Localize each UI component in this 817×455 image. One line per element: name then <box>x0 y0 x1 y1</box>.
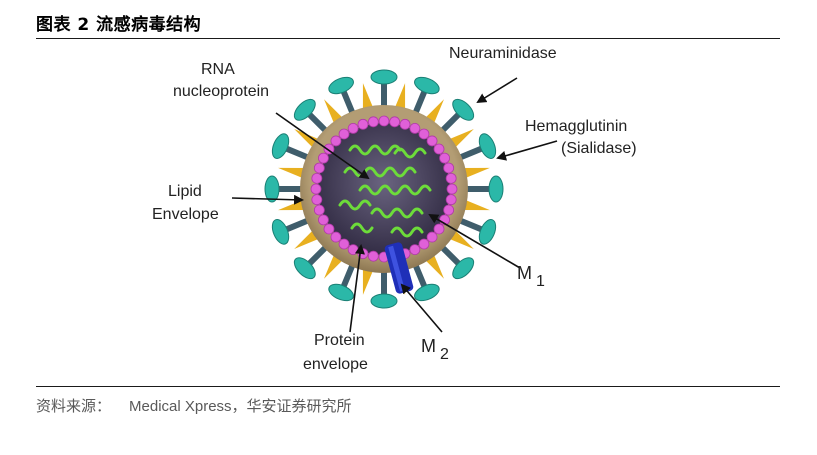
label-nucleoprotein: nucleoprotein <box>173 83 269 100</box>
m2-ion-channel <box>384 242 414 294</box>
neuraminidase-spike <box>411 261 440 302</box>
protein-bead <box>311 194 323 206</box>
protein-bead <box>418 128 430 140</box>
neuraminidase-spike <box>370 69 398 109</box>
label-m1-sub: 1 <box>536 273 545 290</box>
protein-bead <box>443 162 455 174</box>
protein-bead <box>313 204 325 216</box>
neuraminidase-spike <box>438 243 475 280</box>
neuraminidase-spike <box>370 269 398 309</box>
protein-bead <box>409 123 421 134</box>
bottom-divider <box>36 386 780 387</box>
figure-title: 图表 2 流感病毒结构 <box>36 15 202 35</box>
protein-bead <box>399 118 411 130</box>
protein-bead <box>313 162 325 174</box>
protein-bead <box>347 244 359 255</box>
neuraminidase-spikes <box>264 69 504 309</box>
hemagglutinin-spike <box>461 199 490 211</box>
label-hemagglutinin: Hemagglutinin <box>525 118 627 135</box>
protein-bead <box>445 194 457 206</box>
label-rna: RNA <box>201 61 235 78</box>
hemagglutinin-spike <box>362 266 374 295</box>
neuraminidase-spike <box>271 133 312 162</box>
protein-bead <box>330 231 342 243</box>
neuraminidase-spike <box>328 261 357 302</box>
protein-bead <box>347 123 359 134</box>
protein-bead <box>367 116 379 128</box>
label-arrows <box>231 77 558 333</box>
protein-bead <box>445 172 457 184</box>
protein-bead <box>418 238 430 250</box>
label-m2-letter: M <box>421 336 436 356</box>
protein-bead <box>443 204 455 216</box>
protein-bead <box>426 231 438 243</box>
protein-bead <box>357 118 369 130</box>
protein-bead <box>310 183 322 195</box>
protein-bead <box>311 172 323 184</box>
protein-bead <box>338 238 350 250</box>
protein-bead <box>323 223 335 235</box>
hemagglutinin-spike <box>278 167 307 179</box>
neuraminidase-spike <box>293 98 330 135</box>
hemagglutinin-spike <box>394 83 406 112</box>
neuraminidase-spike <box>264 175 304 203</box>
rna-strands <box>338 144 432 238</box>
neuraminidase-spike <box>328 76 357 117</box>
protein-bead <box>338 128 350 140</box>
hemagglutinin-spike <box>362 83 374 112</box>
neuraminidase-spike <box>271 216 312 245</box>
label-neuraminidase: Neuraminidase <box>449 45 557 62</box>
top-divider <box>36 38 780 39</box>
label-protein-envelope: envelope <box>303 356 368 373</box>
neuraminidase-spike <box>464 175 504 203</box>
neuraminidase-spike <box>456 216 497 245</box>
label-m1-letter: M <box>517 263 532 283</box>
protein-bead <box>426 135 438 147</box>
protein-bead <box>389 116 401 128</box>
protein-bead <box>318 214 329 226</box>
protein-bead <box>367 250 379 262</box>
protein-bead <box>330 135 342 147</box>
protein-bead <box>409 244 421 255</box>
protein-bead <box>433 223 445 235</box>
neuraminidase-spike <box>293 243 330 280</box>
source-label: 资料来源： <box>36 398 112 415</box>
neuraminidase-spike <box>438 98 475 135</box>
hemagglutinin-spike <box>461 167 490 179</box>
source-text: Medical Xpress，华安证券研究所 <box>129 398 352 415</box>
label-lipid: Lipid <box>168 183 202 200</box>
label-protein: Protein <box>314 332 365 349</box>
protein-bead <box>433 143 445 155</box>
label-sialidase: (Sialidase) <box>561 140 637 157</box>
neuraminidase-spike <box>456 133 497 162</box>
protein-bead <box>378 115 390 127</box>
neuraminidase-spike <box>411 76 440 117</box>
figure-source: 资料来源： Medical Xpress，华安证券研究所 <box>36 395 352 416</box>
label-m2-sub: 2 <box>440 346 449 363</box>
label-envelope: Envelope <box>152 206 219 223</box>
protein-bead <box>439 152 450 164</box>
protein-bead <box>318 152 329 164</box>
protein-bead <box>446 183 458 195</box>
virus-core <box>318 123 450 255</box>
